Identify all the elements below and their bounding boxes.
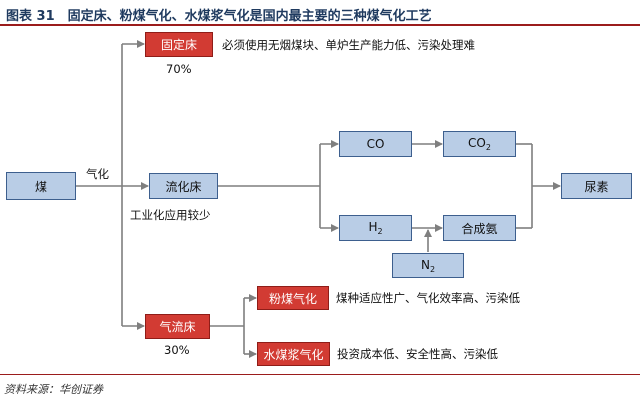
n2-subscript: 2	[429, 264, 436, 274]
fluidized-bed-label: 流化床	[165, 179, 202, 194]
coal-node: 煤	[6, 172, 76, 200]
fixed-bed-percent: 70%	[166, 62, 192, 76]
co2-subscript: 2	[485, 143, 491, 152]
coal-water-slurry-note: 投资成本低、安全性高、污染低	[337, 347, 498, 361]
coal-water-slurry-node: 水煤浆气化	[257, 342, 330, 366]
figure-title: 图表 31 固定床、粉煤气化、水煤浆气化是国内最主要的三种煤气化工艺	[6, 9, 432, 24]
pulverized-coal-node: 粉煤气化	[257, 286, 329, 310]
n2-main: N	[420, 257, 430, 272]
coal-label: 煤	[34, 179, 47, 194]
pulverized-coal-note: 煤种适应性广、气化效率高、污染低	[336, 291, 520, 305]
entrained-flow-node: 气流床	[145, 314, 210, 339]
co2-label: CO2	[468, 136, 491, 152]
urea-node: 尿素	[561, 173, 632, 199]
fixed-bed-node: 固定床	[145, 32, 213, 57]
fluidized-bed-node: 流化床	[149, 173, 218, 199]
h2-subscript: 2	[377, 227, 383, 236]
ammonia-label: 合成氨	[461, 221, 498, 236]
n2-label: N2	[421, 258, 435, 274]
n2-node: N2	[392, 253, 464, 278]
title-rule	[0, 24, 640, 26]
fluidized-bed-note: 工业化应用较少	[130, 208, 211, 222]
entrained-flow-label: 气流床	[159, 320, 196, 334]
h2-node: H2	[339, 215, 412, 241]
co2-node: CO2	[443, 131, 516, 157]
ammonia-node: 合成氨	[443, 215, 516, 241]
coal-water-slurry-label: 水煤浆气化	[263, 347, 324, 362]
bottom-rule	[0, 374, 640, 375]
urea-label: 尿素	[584, 179, 609, 194]
co-node: CO	[339, 131, 412, 157]
co-label: CO	[366, 137, 385, 151]
fixed-bed-note: 必须使用无烟煤块、单炉生产能力低、污染处理难	[222, 38, 475, 52]
pulverized-coal-label: 粉煤气化	[268, 291, 317, 306]
co2-main: CO	[468, 136, 486, 150]
source-note: 资料来源：华创证券	[4, 383, 103, 396]
h2-label: H2	[368, 220, 382, 236]
gasification-label: 气化	[86, 167, 109, 181]
h2-main: H	[368, 220, 378, 234]
fixed-bed-label: 固定床	[160, 38, 197, 52]
entrained-flow-percent: 30%	[164, 343, 190, 357]
